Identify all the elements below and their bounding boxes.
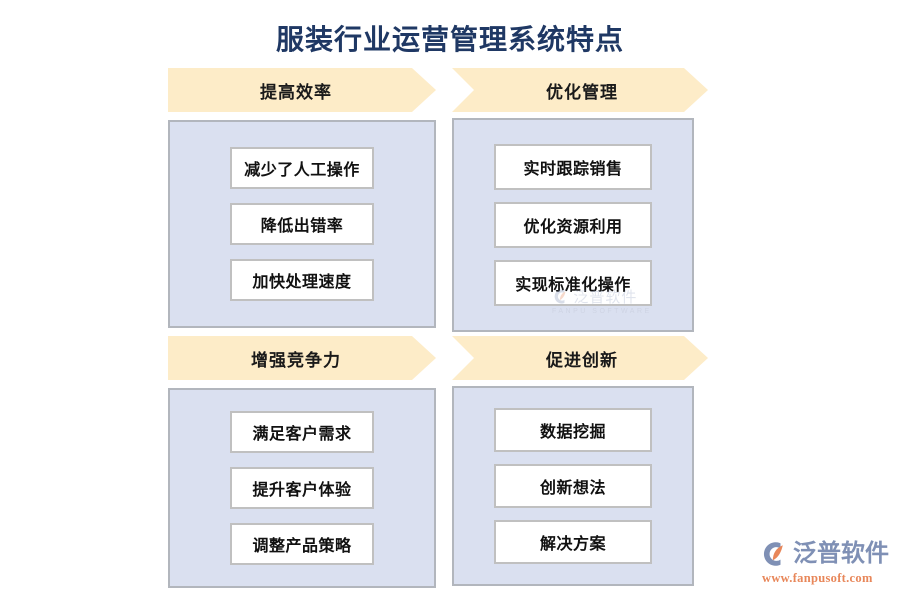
panel-enhance-competitiveness: 满足客户需求 提升客户体验 调整产品策略 [168,388,436,588]
item-box[interactable]: 创新想法 [494,464,652,508]
item-box[interactable]: 减少了人工操作 [230,147,374,189]
brand-logo-text: 泛普软件 [793,541,889,567]
quadrant-enhance-competitiveness: 增强竞争力 满足客户需求 提升客户体验 调整产品策略 [168,336,436,588]
item-box[interactable]: 提升客户体验 [230,467,374,509]
quadrant-optimize-management: 优化管理 实时跟踪销售 优化资源利用 实现标准化操作 [452,68,708,332]
item-box[interactable]: 实时跟踪销售 [494,144,652,190]
banner-improve-efficiency[interactable]: 提高效率 [168,68,436,112]
quadrant-improve-efficiency: 提高效率 减少了人工操作 降低出错率 加快处理速度 [168,68,436,328]
brand-logo: 泛普软件 www.fanpusoft.com [760,540,889,586]
banner-enhance-competitiveness[interactable]: 增强竞争力 [168,336,436,380]
brand-logo-url: www.fanpusoft.com [762,571,873,585]
brand-logo-row: 泛普软件 [760,540,889,568]
item-box[interactable]: 满足客户需求 [230,411,374,453]
item-box[interactable]: 降低出错率 [230,203,374,245]
panel-improve-efficiency: 减少了人工操作 降低出错率 加快处理速度 [168,120,436,328]
item-box[interactable]: 调整产品策略 [230,523,374,565]
fanpu-logo-icon [760,540,788,568]
banner-label: 促进创新 [546,350,618,370]
item-box[interactable]: 实现标准化操作 [494,260,652,306]
banner-label: 提高效率 [260,82,332,102]
banner-label: 增强竞争力 [251,350,341,370]
banner-optimize-management[interactable]: 优化管理 [452,68,708,112]
panel-optimize-management: 实时跟踪销售 优化资源利用 实现标准化操作 [452,118,694,332]
panel-promote-innovation: 数据挖掘 创新想法 解决方案 [452,386,694,586]
quadrant-promote-innovation: 促进创新 数据挖掘 创新想法 解决方案 [452,336,708,586]
banner-promote-innovation[interactable]: 促进创新 [452,336,708,380]
page-title: 服装行业运营管理系统特点 [275,25,624,56]
item-box[interactable]: 优化资源利用 [494,202,652,248]
item-box[interactable]: 加快处理速度 [230,259,374,301]
item-box[interactable]: 数据挖掘 [494,408,652,452]
item-box[interactable]: 解决方案 [494,520,652,564]
banner-label: 优化管理 [546,82,618,102]
